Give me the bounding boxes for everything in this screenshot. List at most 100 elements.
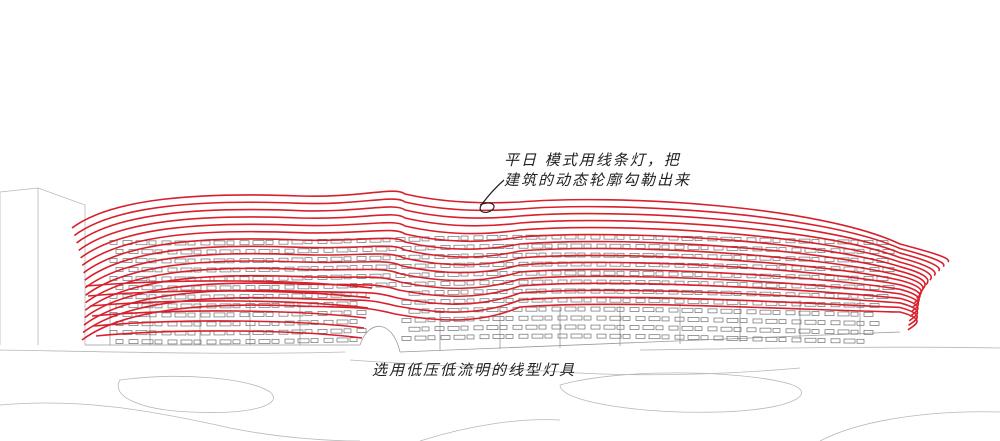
facade-window [466, 280, 475, 286]
facade-window [460, 289, 469, 295]
facade-window [570, 333, 583, 339]
facade-window [349, 301, 358, 307]
facade-window [798, 328, 811, 334]
facade-window [629, 289, 640, 294]
facade-window [752, 318, 763, 324]
facade-window [674, 244, 685, 250]
facade-window [765, 336, 778, 342]
facade-window [336, 247, 349, 253]
facade-window [447, 289, 460, 295]
facade-window [265, 276, 274, 281]
facade-window [453, 334, 466, 340]
facade-window [687, 245, 700, 250]
facade-window [759, 309, 772, 315]
facade-window [473, 289, 484, 295]
facade-window [843, 338, 856, 344]
facade-window [453, 280, 466, 286]
facade-window [642, 325, 655, 330]
facade-window [499, 325, 508, 330]
facade-window [596, 333, 607, 339]
facade-window [791, 247, 802, 253]
facade-window [661, 316, 670, 322]
facade-window [876, 240, 889, 245]
facade-window [193, 321, 202, 327]
plaza-curve-5 [819, 411, 1000, 441]
facade-window [206, 249, 217, 255]
facade-window [544, 333, 553, 339]
facade-window [824, 329, 835, 335]
facade-window [856, 320, 865, 326]
facade-window [538, 324, 547, 330]
facade-window [564, 324, 577, 330]
facade-window [733, 309, 742, 314]
facade-window [141, 339, 154, 345]
facade-window [252, 276, 265, 281]
facade-window [362, 246, 373, 252]
facade-window [583, 315, 592, 321]
entrance-opening [359, 325, 401, 353]
facade-window [687, 317, 700, 322]
facade-window [551, 252, 562, 258]
facade-window [232, 285, 241, 291]
facade-window [187, 258, 196, 264]
facade-window [622, 297, 631, 303]
facade-window [642, 271, 655, 276]
facade-window [850, 329, 859, 335]
light-band-lower-left [93, 320, 365, 329]
light-band [84, 274, 920, 313]
facade-window [824, 275, 835, 281]
light-band-lower-left [87, 290, 371, 299]
facade-window [635, 244, 646, 249]
facade-window [707, 326, 718, 332]
annotation-top-line-1: 平日 模式用线条灯，把 [504, 151, 681, 169]
facade-window [148, 240, 157, 246]
left-building-outline [0, 187, 86, 345]
facade-window [167, 303, 178, 309]
facade-window [375, 264, 388, 270]
facade-window [778, 283, 787, 288]
facade-window [635, 280, 646, 285]
light-band [84, 282, 919, 319]
facade-window [817, 320, 826, 325]
light-band [84, 245, 924, 295]
facade-window [330, 256, 343, 262]
facade-window [440, 281, 451, 286]
facade-window [317, 239, 328, 244]
facade-window [590, 324, 601, 330]
facade-window [180, 339, 193, 345]
facade-window [486, 271, 499, 276]
facade-window [622, 279, 631, 285]
facade-window [551, 270, 562, 276]
facade-window [453, 298, 466, 304]
building-base-line [85, 331, 901, 353]
facade-window [200, 312, 211, 318]
facade-window [609, 279, 622, 285]
facade-window [128, 339, 139, 344]
facade-window [408, 236, 421, 242]
facade-window [239, 312, 250, 318]
facade-window [525, 324, 538, 330]
facade-window [349, 337, 358, 343]
facade-window [648, 316, 661, 322]
facade-window [206, 285, 217, 291]
facade-window [648, 334, 661, 340]
facade-window [648, 298, 661, 304]
facade-window [304, 257, 313, 263]
facade-window [616, 324, 625, 330]
facade-window [518, 243, 529, 249]
facade-window [297, 284, 310, 290]
facade-window [739, 318, 748, 324]
facade-window [193, 285, 202, 291]
facade-window [577, 324, 586, 330]
facade-window [531, 243, 544, 249]
facade-window [115, 249, 124, 254]
facade-window [531, 279, 544, 285]
facade-window [622, 243, 631, 249]
light-band [81, 229, 929, 286]
facade-window [765, 318, 778, 324]
facade-window [596, 297, 607, 303]
facade-window [213, 312, 226, 318]
facade-window [193, 249, 202, 255]
site-context-lines [0, 187, 1000, 441]
facade-window [440, 299, 451, 304]
